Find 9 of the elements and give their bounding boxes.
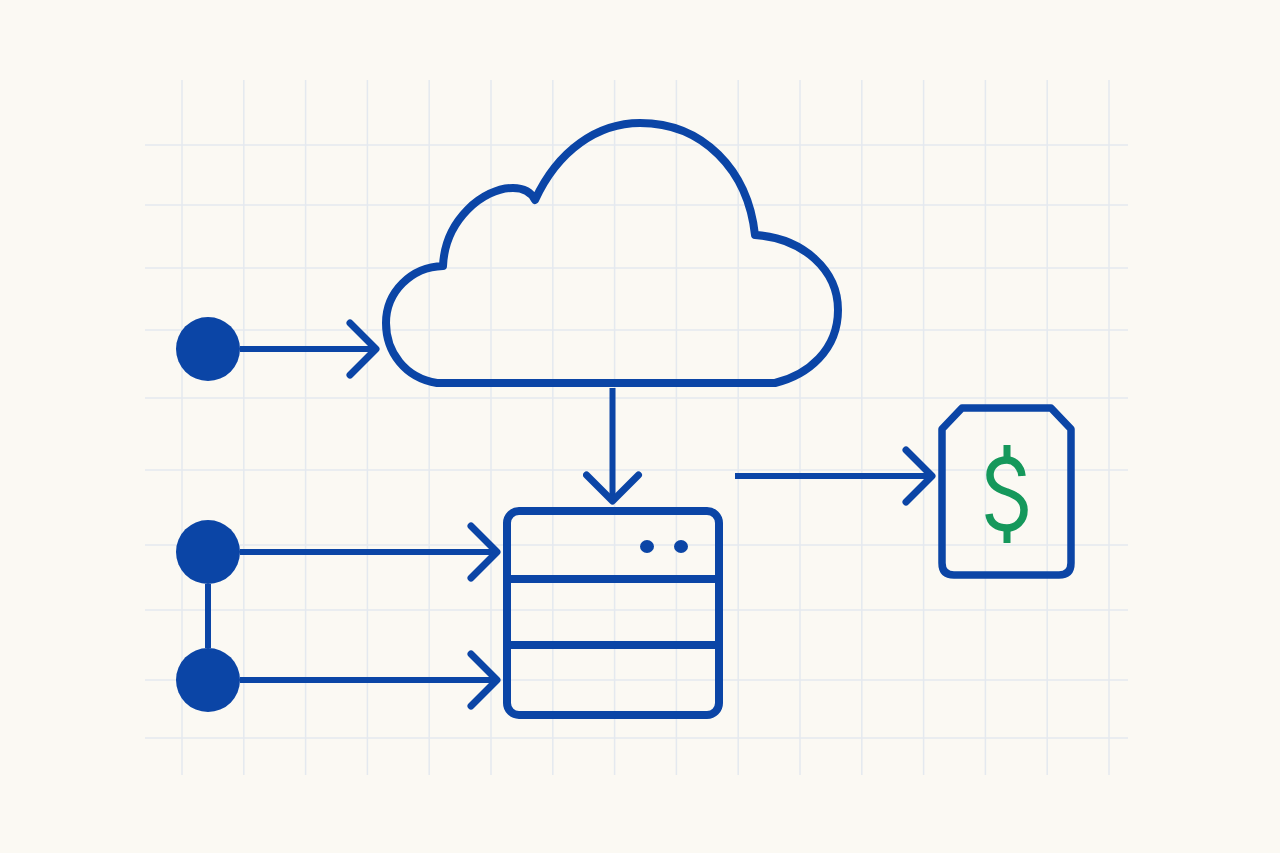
invoice-document [938, 404, 1075, 579]
server-rack [503, 507, 723, 719]
arrow [240, 650, 501, 710]
arrow [735, 446, 936, 506]
connector-line [205, 584, 211, 648]
arrow [583, 388, 642, 505]
cloud-shape [382, 119, 843, 388]
arrow [240, 522, 501, 582]
arrow [240, 319, 380, 379]
